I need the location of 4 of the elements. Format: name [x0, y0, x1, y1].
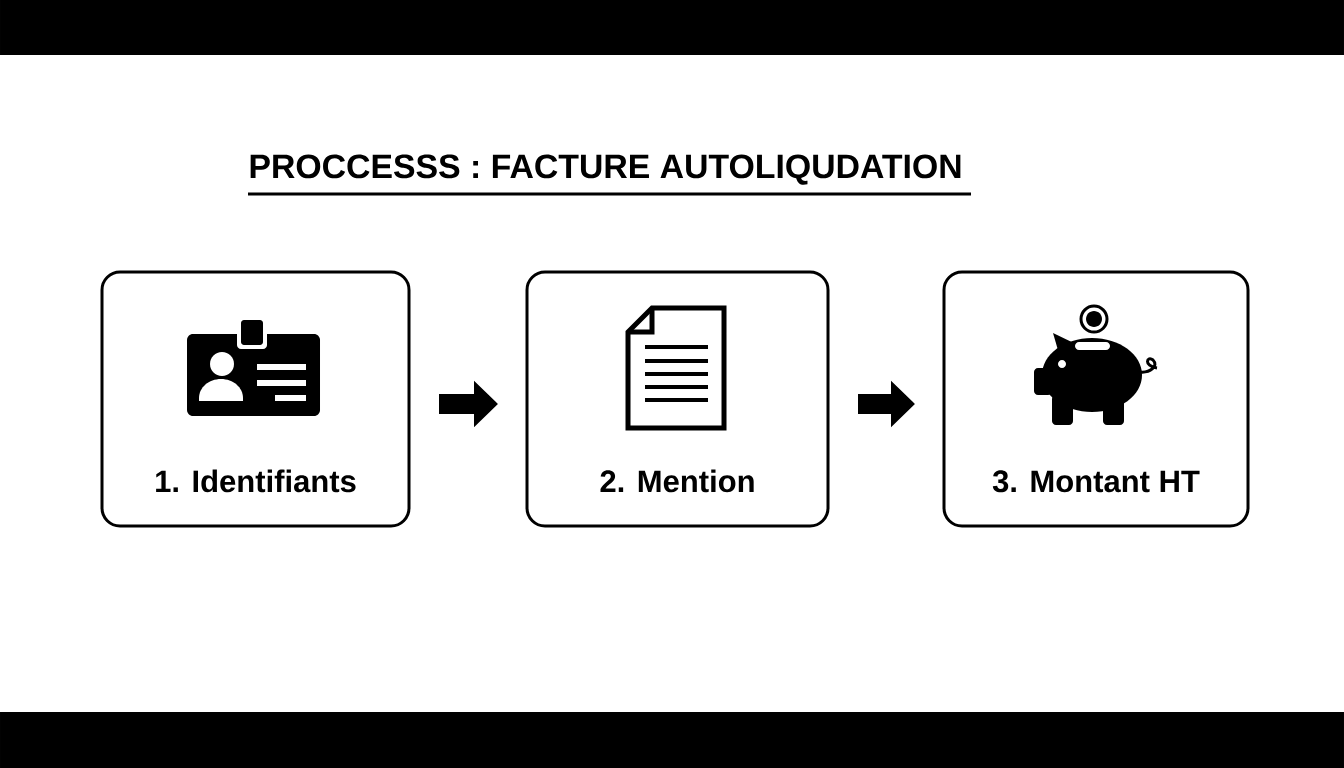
process-box: 1. Identifiants: [100, 270, 411, 528]
process-box: 2. Mention: [525, 270, 830, 528]
title: PROCCESSS : FACTURE AUTOLIQUDATION: [250, 154, 961, 185]
process-box: 3. Montant HT: [942, 270, 1250, 528]
